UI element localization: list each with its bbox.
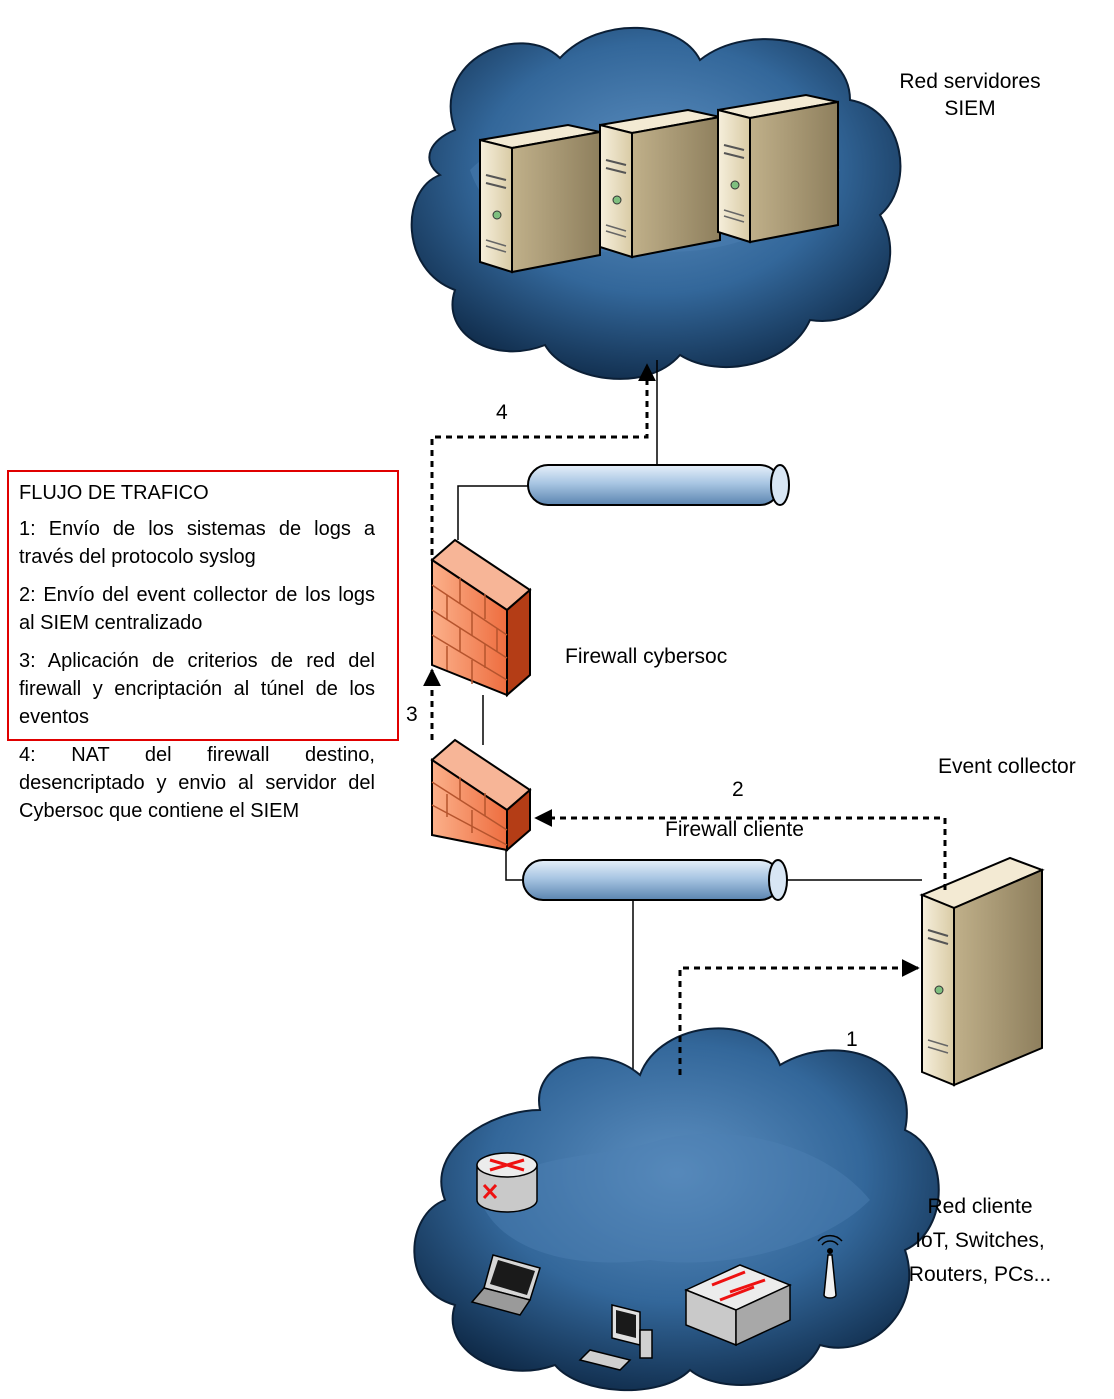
legend-item-3: 3: Aplicación de criterios de red del fi… (19, 650, 375, 728)
client-cloud (413, 1027, 940, 1392)
router-icon (476, 1152, 538, 1213)
flow-number-3: 3 (406, 703, 418, 726)
traffic-flows (423, 363, 947, 1075)
siem-network-label: Red servidores SIEM (870, 68, 1070, 122)
siem-server-1 (479, 123, 601, 274)
event-collector-server-icon (919, 856, 1045, 1087)
flow-number-4: 4 (496, 401, 508, 424)
wireless-access-point-icon (817, 1234, 843, 1299)
traffic-flow-legend: FLUJO DE TRAFICO 1: Envío de los sistema… (7, 470, 399, 822)
client-network-label-line-1: Red cliente (927, 1195, 1033, 1218)
legend-title: FLUJO DE TRAFICO (19, 482, 209, 504)
flow-arrow-4 (430, 363, 656, 555)
siem-network-label-line-1: Red servidores (899, 70, 1041, 93)
legend-item-4: 4: NAT del firewall destino, desencripta… (19, 744, 375, 822)
event-collector-label: Event collector (938, 755, 1076, 778)
client-network-label-line-3: Routers, PCs... (908, 1263, 1052, 1286)
laptop-icon (470, 1254, 541, 1316)
tunnel-pipe-bottom (522, 859, 788, 901)
tunnel-pipe-top (527, 464, 790, 506)
legend-item-1: 1: Envío de los sistemas de logs a travé… (19, 518, 375, 568)
firewall-client-icon (430, 738, 532, 853)
flow-number-1: 1 (846, 1028, 858, 1051)
siem-network-label-line-2: SIEM (944, 97, 996, 120)
flow-arrow-1 (678, 959, 920, 1075)
flow-number-2: 2 (732, 778, 744, 801)
client-network-label-line-2: IoT, Switches, (915, 1229, 1045, 1252)
client-network-label: Red cliente IoT, Switches, Routers, PCs.… (885, 1190, 1075, 1292)
network-links (457, 360, 922, 1085)
siem-server-3 (717, 93, 839, 244)
firewall-cybersoc-icon (430, 538, 532, 698)
switch-icon (684, 1264, 792, 1347)
flow-arrow-2 (534, 809, 947, 890)
pc-icon (578, 1304, 653, 1371)
siem-server-2 (599, 108, 721, 259)
legend-item-2: 2: Envío del event collector de los logs… (19, 584, 375, 634)
firewall-client-label: Firewall cliente (665, 818, 804, 841)
firewall-cybersoc-label: Firewall cybersoc (565, 645, 728, 668)
